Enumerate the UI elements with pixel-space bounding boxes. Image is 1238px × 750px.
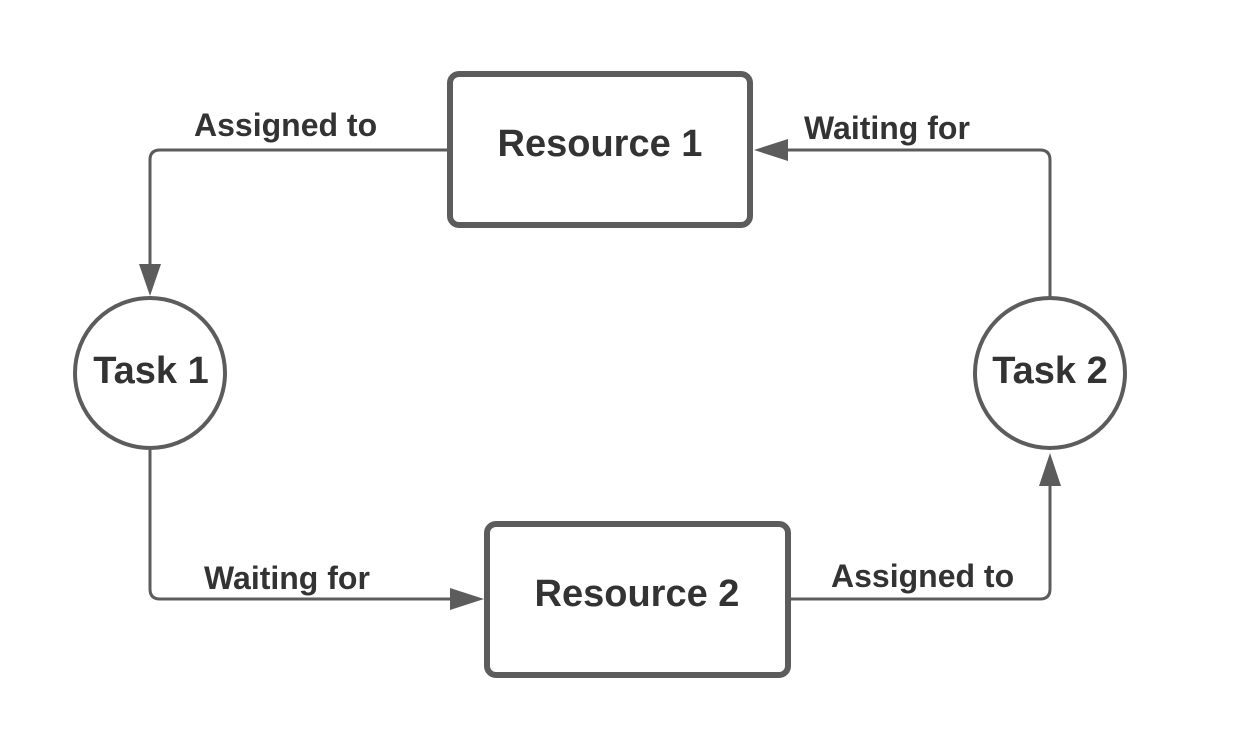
task-1-label: Task 1 — [93, 350, 208, 392]
edge-resource1-to-task1: Assigned to — [139, 107, 449, 296]
edge-line — [148, 148, 449, 266]
resource-1-box — [447, 71, 753, 228]
node-resource-1[interactable]: Resource 1 — [447, 71, 753, 228]
edge-task2-to-resource1: Waiting for — [754, 110, 1052, 297]
resource-1-label: Resource 1 — [498, 123, 703, 165]
edge-label-waiting-for-2: Waiting for — [804, 110, 970, 146]
edge-label-assigned-to-2: Assigned to — [831, 558, 1014, 594]
edge-line — [148, 450, 452, 601]
edge-label-assigned-to-1: Assigned to — [194, 107, 377, 143]
edge-line — [786, 148, 1052, 297]
node-resource-2[interactable]: Resource 2 — [484, 521, 791, 678]
arrow-head — [754, 139, 788, 161]
resource-2-box — [484, 521, 791, 678]
arrow-head — [450, 588, 484, 610]
edge-task1-to-resource2: Waiting for — [148, 450, 484, 610]
task-1-circle — [73, 296, 227, 450]
arrow-head — [1039, 453, 1061, 486]
task-2-label: Task 2 — [992, 350, 1107, 392]
edge-resource2-to-task2: Assigned to — [789, 453, 1061, 601]
edge-label-waiting-for-1: Waiting for — [204, 560, 370, 596]
node-task-1[interactable]: Task 1 — [73, 296, 227, 450]
edge-line — [789, 484, 1052, 601]
task-2-circle — [973, 296, 1127, 450]
node-task-2[interactable]: Task 2 — [973, 296, 1127, 450]
resource-2-label: Resource 2 — [535, 573, 740, 615]
arrow-head — [139, 264, 161, 296]
